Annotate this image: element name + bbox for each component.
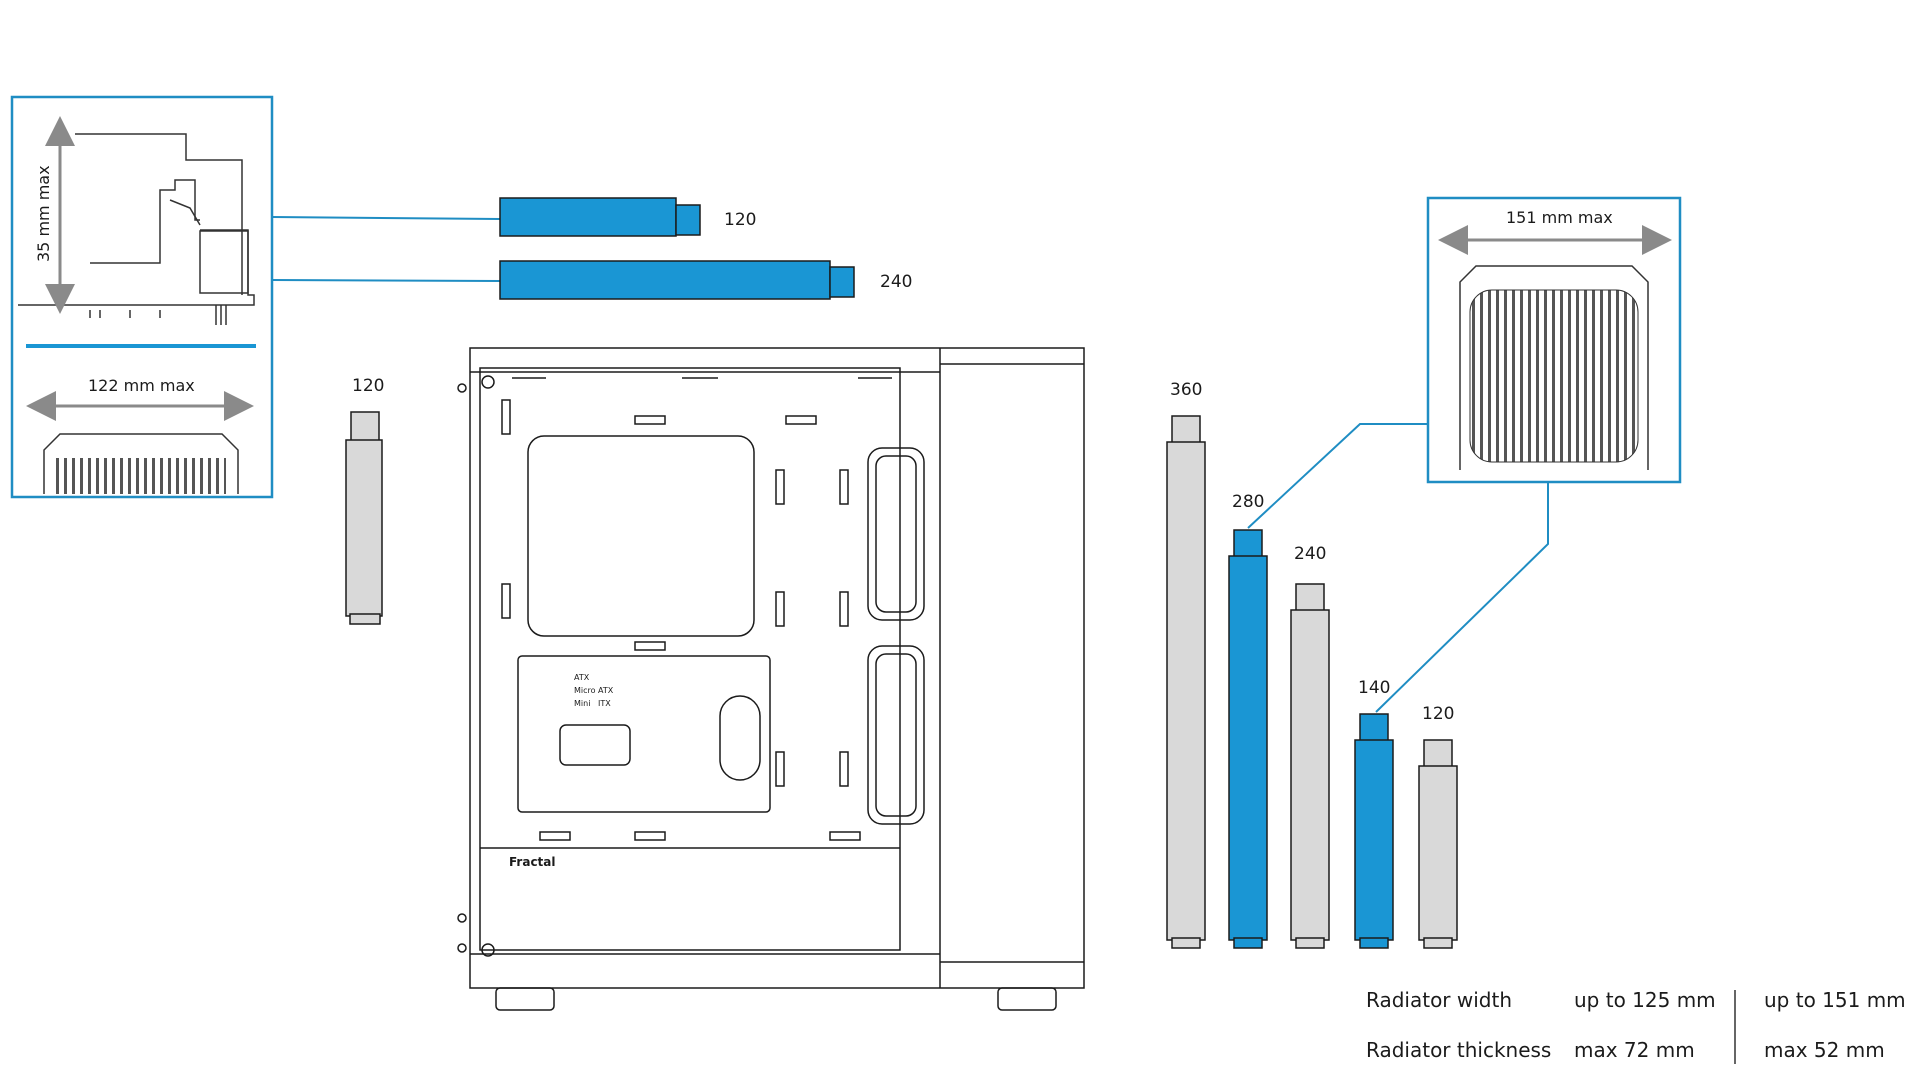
spec-thickness-label: Radiator thickness bbox=[1366, 1038, 1552, 1062]
bracket-drawing bbox=[18, 133, 255, 325]
spec-width-label: Radiator width bbox=[1366, 988, 1513, 1012]
pc-case-drawing bbox=[457, 347, 1085, 1011]
front-radiator-280-label: 280 bbox=[1232, 492, 1265, 512]
case-logo: Fractal bbox=[509, 855, 556, 869]
top-clearance-inset bbox=[10, 95, 274, 499]
rear-radiator-120 bbox=[345, 411, 383, 625]
mb-atx-mark: ATX bbox=[574, 673, 590, 682]
front-radiator-240-label: 240 bbox=[1294, 544, 1327, 564]
spec-width-top: up to 125 mm bbox=[1574, 988, 1716, 1012]
rear-radiator-120-label: 120 bbox=[352, 376, 385, 396]
height-clearance-label: 35 mm max bbox=[34, 165, 53, 262]
front-radiator-360 bbox=[1166, 415, 1206, 949]
spec-width-front: up to 151 mm bbox=[1764, 988, 1906, 1012]
front-radiator-120 bbox=[1418, 739, 1458, 949]
mb-itx-mark: ITX bbox=[598, 699, 611, 708]
mb-micro-mark: Micro bbox=[574, 686, 596, 695]
front-radiator-120-label: 120 bbox=[1422, 704, 1455, 724]
mb-mini-mark: Mini bbox=[574, 699, 590, 708]
top-radiator-120-label: 120 bbox=[724, 210, 757, 230]
top-width-clearance-label: 122 mm max bbox=[88, 376, 195, 395]
spec-thickness-front: max 52 mm bbox=[1764, 1038, 1885, 1062]
front-clearance-inset bbox=[1426, 196, 1682, 484]
spec-thickness-top: max 72 mm bbox=[1574, 1038, 1695, 1062]
front-radiator-280 bbox=[1228, 529, 1268, 949]
top-radiator-120 bbox=[499, 197, 701, 237]
front-radiator-140 bbox=[1354, 713, 1394, 949]
front-radiator-360-label: 360 bbox=[1170, 380, 1203, 400]
top-radiator-240 bbox=[499, 260, 855, 300]
front-width-clearance-label: 151 mm max bbox=[1506, 208, 1613, 227]
mb-atx2-mark: ATX bbox=[598, 686, 614, 695]
front-radiator-140-label: 140 bbox=[1358, 678, 1391, 698]
top-radiator-240-label: 240 bbox=[880, 272, 913, 292]
front-radiator-240 bbox=[1290, 583, 1330, 949]
